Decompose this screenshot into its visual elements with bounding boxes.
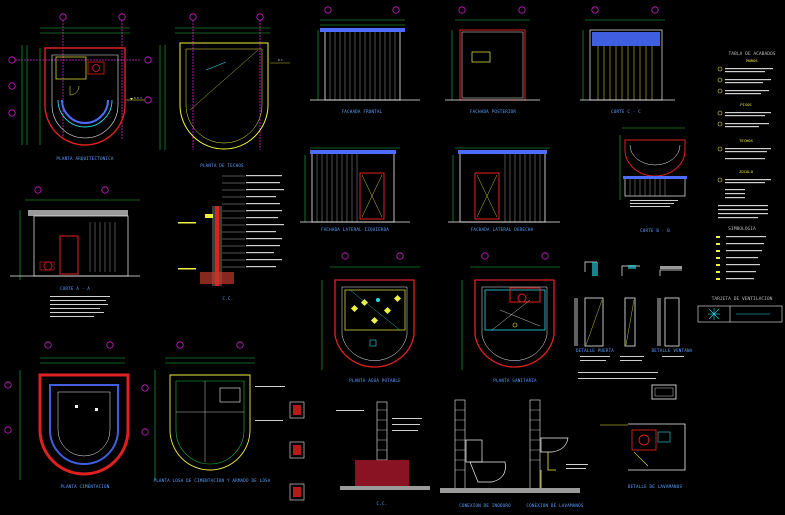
svg-text:N.P.T.: N.P.T.: [134, 96, 143, 100]
title-fachada-lateral-derecha: FACHADA LATERAL DERECHA: [471, 227, 534, 232]
title-corte-b: CORTE B - B: [640, 228, 670, 233]
title-detalle-puerta: DETALLE PUERTA: [576, 348, 614, 353]
planta-de-techos: N.T. PLANTA DE TECHOS: [144, 13, 290, 168]
legend-title: TABLA DE ACABADOS: [728, 51, 775, 57]
planta-sanitaria: PLANTA SANITARIA: [461, 252, 560, 383]
corte-c-c: CORTE C - C: [580, 6, 675, 114]
wall-section-detail: C.C.: [178, 175, 284, 301]
title-corte-c-detail: C.C.: [223, 296, 234, 301]
title-detalle-planta-baño: DETALLE DE LAVAMANOS: [628, 484, 683, 489]
title-detalle-inodoro: CONEXION DE INODORO: [459, 503, 511, 508]
title-planta-sanitaria: PLANTA SANITARIA: [493, 378, 537, 383]
legend-section-techos: TECHOS: [739, 138, 753, 143]
title-planta-de-techos: PLANTA DE TECHOS: [200, 163, 244, 168]
legend-section-pisos: PISOS: [740, 102, 752, 107]
title-detalle-lavamanos: CONEXION DE LAVAMANOS: [526, 503, 583, 508]
legend-table: TABLA DE ACABADOS MUROS PISOS TECHOS ZOC…: [697, 51, 783, 323]
planta-arquitectonica: N.P.T. PLANTA ARQUITECTONICA: [8, 13, 145, 161]
conexion-lavamanos: CONEXION DE LAVAMANOS: [520, 399, 588, 508]
title-planta-agua-potable: PLANTA AGUA POTABLE: [349, 378, 401, 383]
planta-losa-cimentacion: PLANTA LOSA DE CIMENTACION Y ARMADO DE L…: [141, 341, 285, 483]
title-planta-cimientos: PLANTA LOSA DE CIMENTACION Y ARMADO DE L…: [153, 478, 270, 483]
cimiento-corrido-section: C.C.: [336, 401, 430, 506]
conexion-inodoro: CONEXION DE INODORO: [440, 399, 520, 508]
title-corte-a: CORTE A - A: [60, 286, 90, 291]
title-fachada-frontal: FACHADA FRONTAL: [342, 109, 383, 114]
title-cimiento-corrido: C.C.: [377, 501, 388, 506]
legend-tarjeta: TARJETA DE VENTILACION: [712, 296, 773, 302]
legend-section-muros: MUROS: [746, 58, 758, 63]
column-sections: [289, 401, 305, 501]
legend-section-zocalo: ZOCALO: [739, 169, 753, 174]
fachada-posterior: FACHADA POSTERIOR: [445, 6, 540, 114]
title-detalle-ventana: DETALLE VENTANA: [652, 348, 693, 353]
fachada-lateral-izquierda: FACHADA LATERAL IZQUIERDA: [300, 147, 410, 232]
legend-simbologia: SIMBOLOGIA: [728, 226, 756, 232]
detalle-lavamanos-plan: DETALLE DE LAVAMANOS: [600, 384, 686, 489]
corte-a-a: CORTE A - A: [10, 186, 140, 317]
door-window-details: DETALLE PUERTA DETALLE VENTANA: [574, 261, 693, 379]
title-planta-arquitectonica: PLANTA ARQUITECTONICA: [56, 156, 113, 161]
svg-text:N.T.: N.T.: [278, 58, 284, 62]
corte-b-b-small: CORTE B - B: [619, 127, 687, 233]
planta-agua-potable: PLANTA AGUA POTABLE: [321, 252, 420, 383]
fachada-frontal: FACHADA FRONTAL: [310, 6, 420, 114]
title-corte-c: CORTE C - C: [611, 109, 641, 114]
title-fachada-posterior: FACHADA POSTERIOR: [470, 109, 517, 114]
title-planta-cimentacion: PLANTA CIMENTACION: [61, 484, 110, 489]
fachada-lateral-derecha: FACHADA LATERAL DERECHA: [448, 147, 560, 232]
title-fachada-lateral-izquierda: FACHADA LATERAL IZQUIERDA: [321, 227, 389, 232]
planta-cimentacion: PLANTA CIMENTACION: [4, 341, 130, 489]
